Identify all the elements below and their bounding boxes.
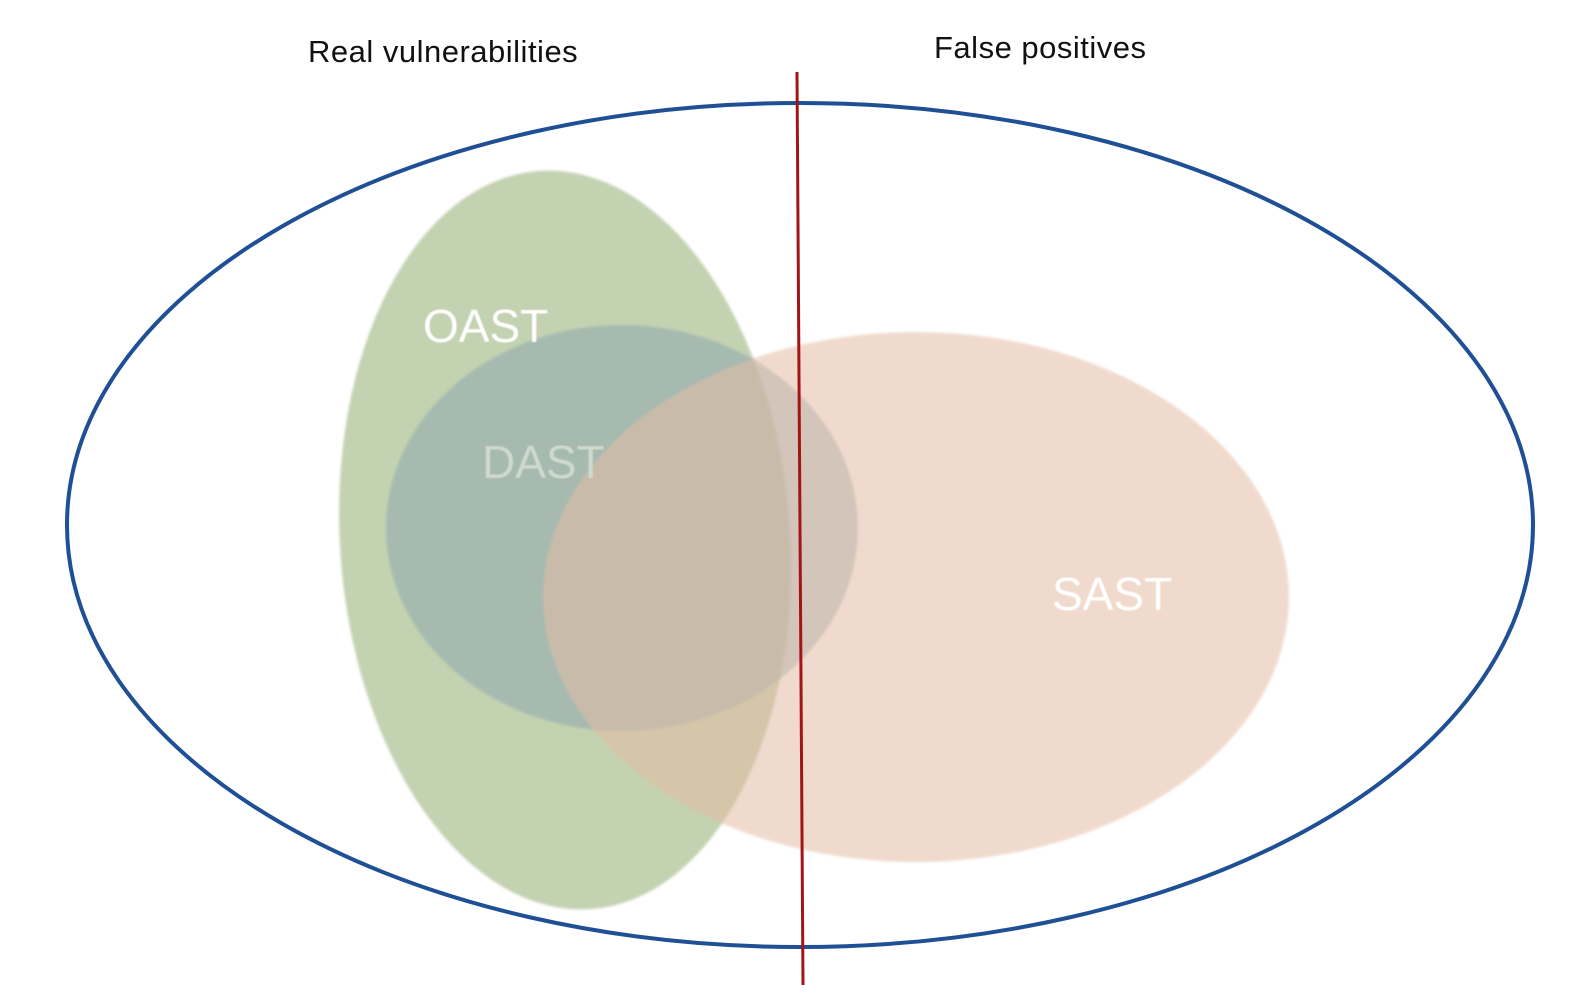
real-vulnerabilities-label: Real vulnerabilities: [308, 34, 579, 69]
sast-label: SAST: [1052, 568, 1172, 620]
false-positives-label: False positives: [934, 30, 1147, 65]
divider-line: [795, 71, 805, 986]
outer-boundary-ellipse: [65, 101, 1535, 949]
oast-label: OAST: [423, 300, 548, 352]
sast-ellipse: [543, 332, 1289, 862]
dast-label: DAST: [482, 436, 605, 488]
